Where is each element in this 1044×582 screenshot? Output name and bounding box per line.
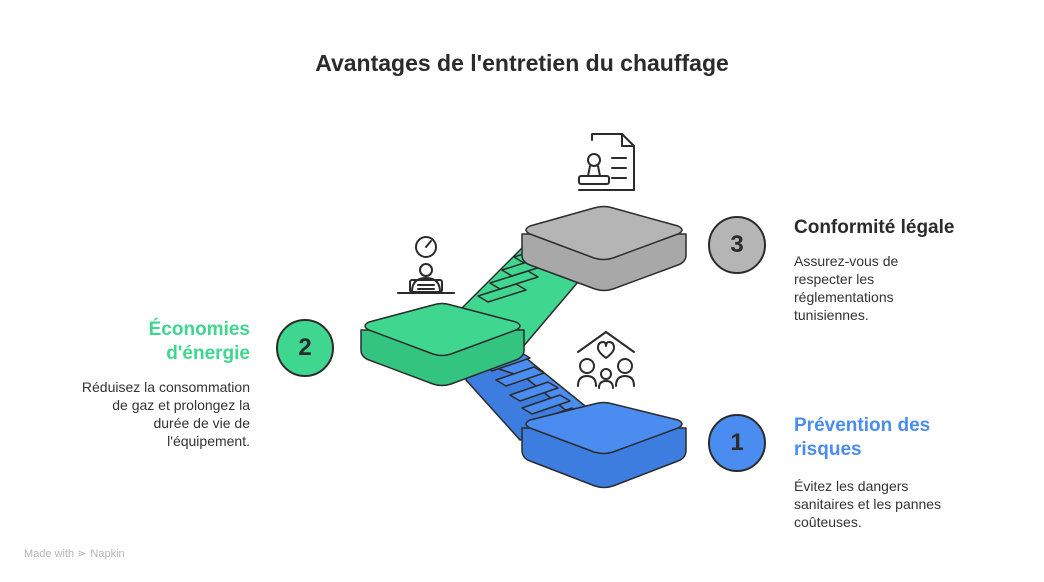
step-3-title: Conformité légale (794, 217, 955, 238)
step-1-title: Prévention des risques (794, 415, 931, 460)
step-1-description: Évitez les dangers sanitaires et les pan… (794, 478, 942, 530)
step-3-badge: 3 (708, 216, 766, 274)
worker-gauge-icon (397, 236, 455, 294)
footer-credit: Made with ⋗Napkin (24, 547, 125, 560)
step-2-badge: 2 (276, 319, 334, 377)
page-title: Avantages de l'entretien du chauffage (315, 50, 729, 76)
napkin-logo-icon: ⋗ (77, 548, 87, 560)
napkin-brand-label: Napkin (90, 548, 125, 560)
family-home-heart-icon (577, 331, 635, 389)
step-2-title: Économies d'énergie (148, 319, 250, 364)
platform-2 (360, 302, 525, 387)
certificate-document-icon (578, 133, 635, 191)
made-with-label: Made with (24, 548, 75, 560)
platform-1 (521, 401, 687, 489)
step-2-description: Réduisez la consommation de gaz et prolo… (81, 379, 250, 449)
platform-3 (521, 205, 687, 292)
step-1-badge: 1 (708, 414, 766, 472)
step-3-description: Assurez-vous de respecter les réglementa… (794, 253, 899, 323)
